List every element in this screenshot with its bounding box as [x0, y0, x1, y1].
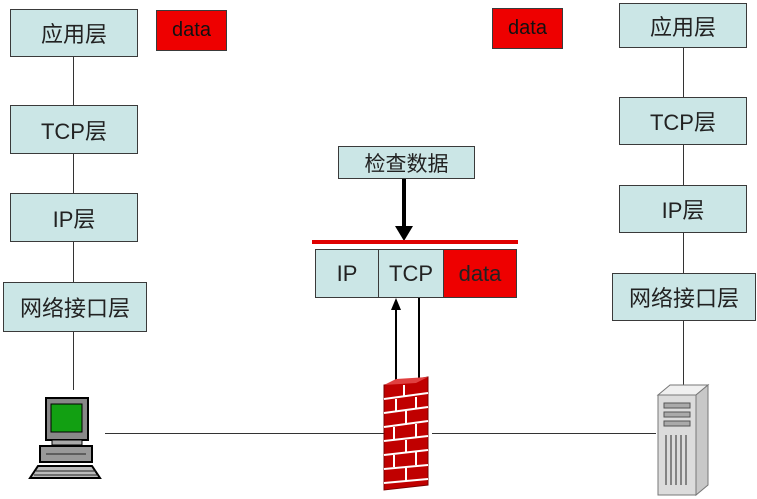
packet-ip-cell: IP: [315, 249, 379, 298]
firewall-icon: [383, 376, 429, 491]
upward-flow-arrows: [391, 298, 420, 384]
right-app-layer: 应用层: [619, 3, 747, 48]
right-net-layer: 网络接口层: [612, 273, 756, 321]
left-data-box: data: [156, 10, 227, 51]
left-ip-layer: IP层: [10, 193, 138, 242]
right-data-box: data: [492, 8, 563, 49]
inspect-arrow: [395, 179, 413, 241]
network-line-left: [105, 433, 385, 434]
packet-tcp-cell: TCP: [378, 249, 444, 298]
left-tcp-layer: TCP层: [10, 105, 138, 154]
left-net-layer: 网络接口层: [3, 282, 147, 332]
network-line-right: [432, 433, 656, 434]
inspect-data-label: 检查数据: [338, 146, 475, 179]
right-ip-layer: IP层: [619, 185, 747, 233]
firewall-red-line: [312, 240, 518, 244]
right-tcp-layer: TCP层: [619, 97, 747, 145]
packet-data-cell: data: [443, 249, 517, 298]
left-app-layer: 应用层: [10, 9, 138, 57]
server-icon: [656, 383, 710, 497]
computer-icon: [28, 397, 102, 479]
